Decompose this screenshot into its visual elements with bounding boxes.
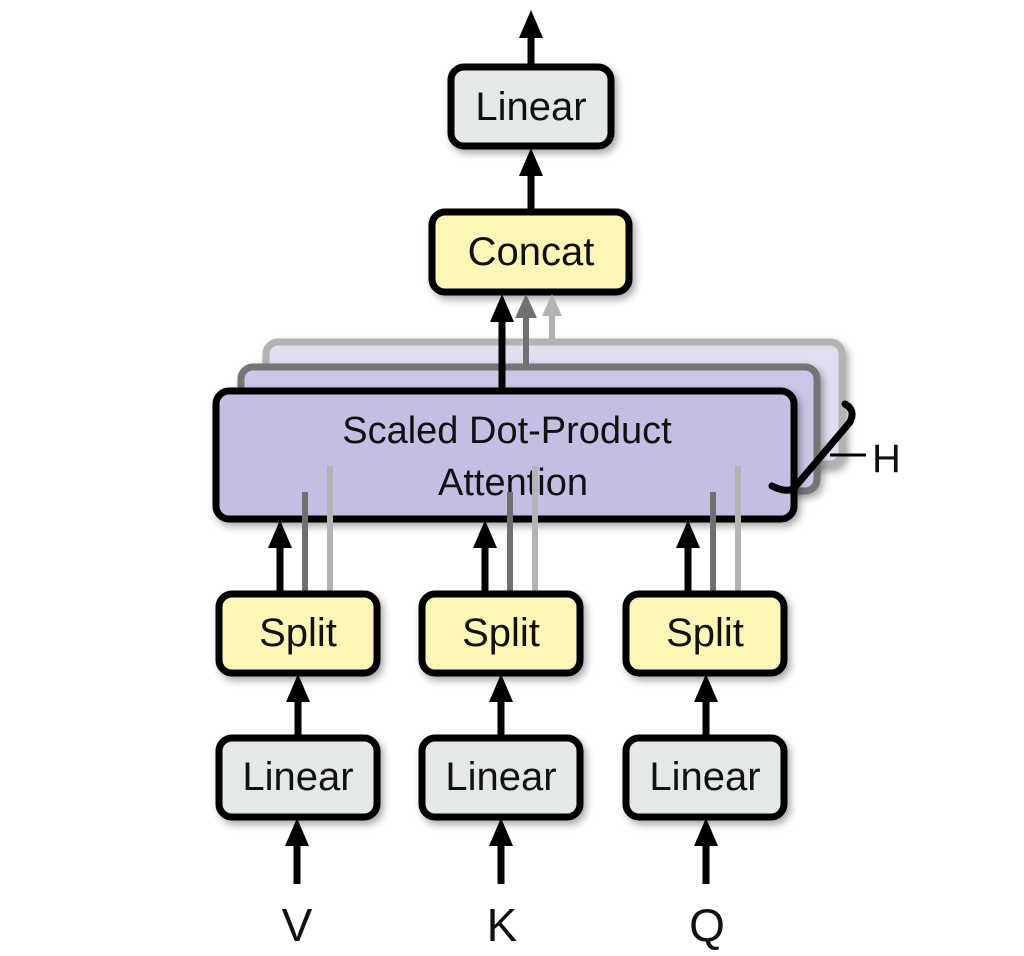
split-q-arrowhead [676, 520, 700, 548]
linear-to-split-arrow-q [694, 674, 718, 737]
head-1-to-concat-arrow [490, 294, 514, 391]
input-arrow-v [285, 818, 309, 884]
linear-to-split-arrow-k [489, 674, 513, 737]
heads-bracket: H [768, 400, 901, 494]
split-box-k: Split [418, 590, 584, 677]
concat-box: Concat [428, 208, 633, 296]
linear-label-q: Linear [649, 755, 760, 799]
output-arrow [519, 10, 543, 65]
input-arrow-q [694, 818, 718, 884]
split-to-attention-arrows [268, 466, 741, 594]
head-2-to-concat-arrow [515, 294, 537, 365]
split-label-q: Split [666, 611, 744, 655]
split-box-v: Split [215, 590, 381, 677]
head-3-to-concat-arrow [542, 294, 562, 340]
attention-box: Scaled Dot-Product Attention [212, 387, 798, 523]
linear-box-q: Linear [622, 734, 788, 821]
linear-box-v: Linear [215, 734, 381, 821]
split-box-q: Split [622, 590, 788, 677]
split-label-k: Split [462, 611, 540, 655]
concat-to-linear-arrow [519, 148, 543, 210]
input-arrow-k [489, 818, 513, 884]
output-linear-label: Linear [475, 85, 586, 129]
linear-box-k: Linear [418, 734, 584, 821]
output-linear-box: Linear [447, 63, 615, 150]
input-label-q: Q [689, 899, 725, 951]
input-label-v: V [282, 899, 313, 951]
concat-label: Concat [468, 230, 595, 274]
linear-to-split-arrow-v [286, 674, 310, 737]
split-k-arrowhead [473, 520, 497, 548]
heads-count-label: H [872, 437, 901, 481]
linear-label-v: Linear [242, 755, 353, 799]
split-v-arrowhead [268, 520, 292, 548]
linear-label-k: Linear [445, 755, 556, 799]
attention-label-line1: Scaled Dot-Product [342, 410, 672, 452]
split-label-v: Split [259, 611, 337, 655]
input-label-k: K [487, 899, 518, 951]
